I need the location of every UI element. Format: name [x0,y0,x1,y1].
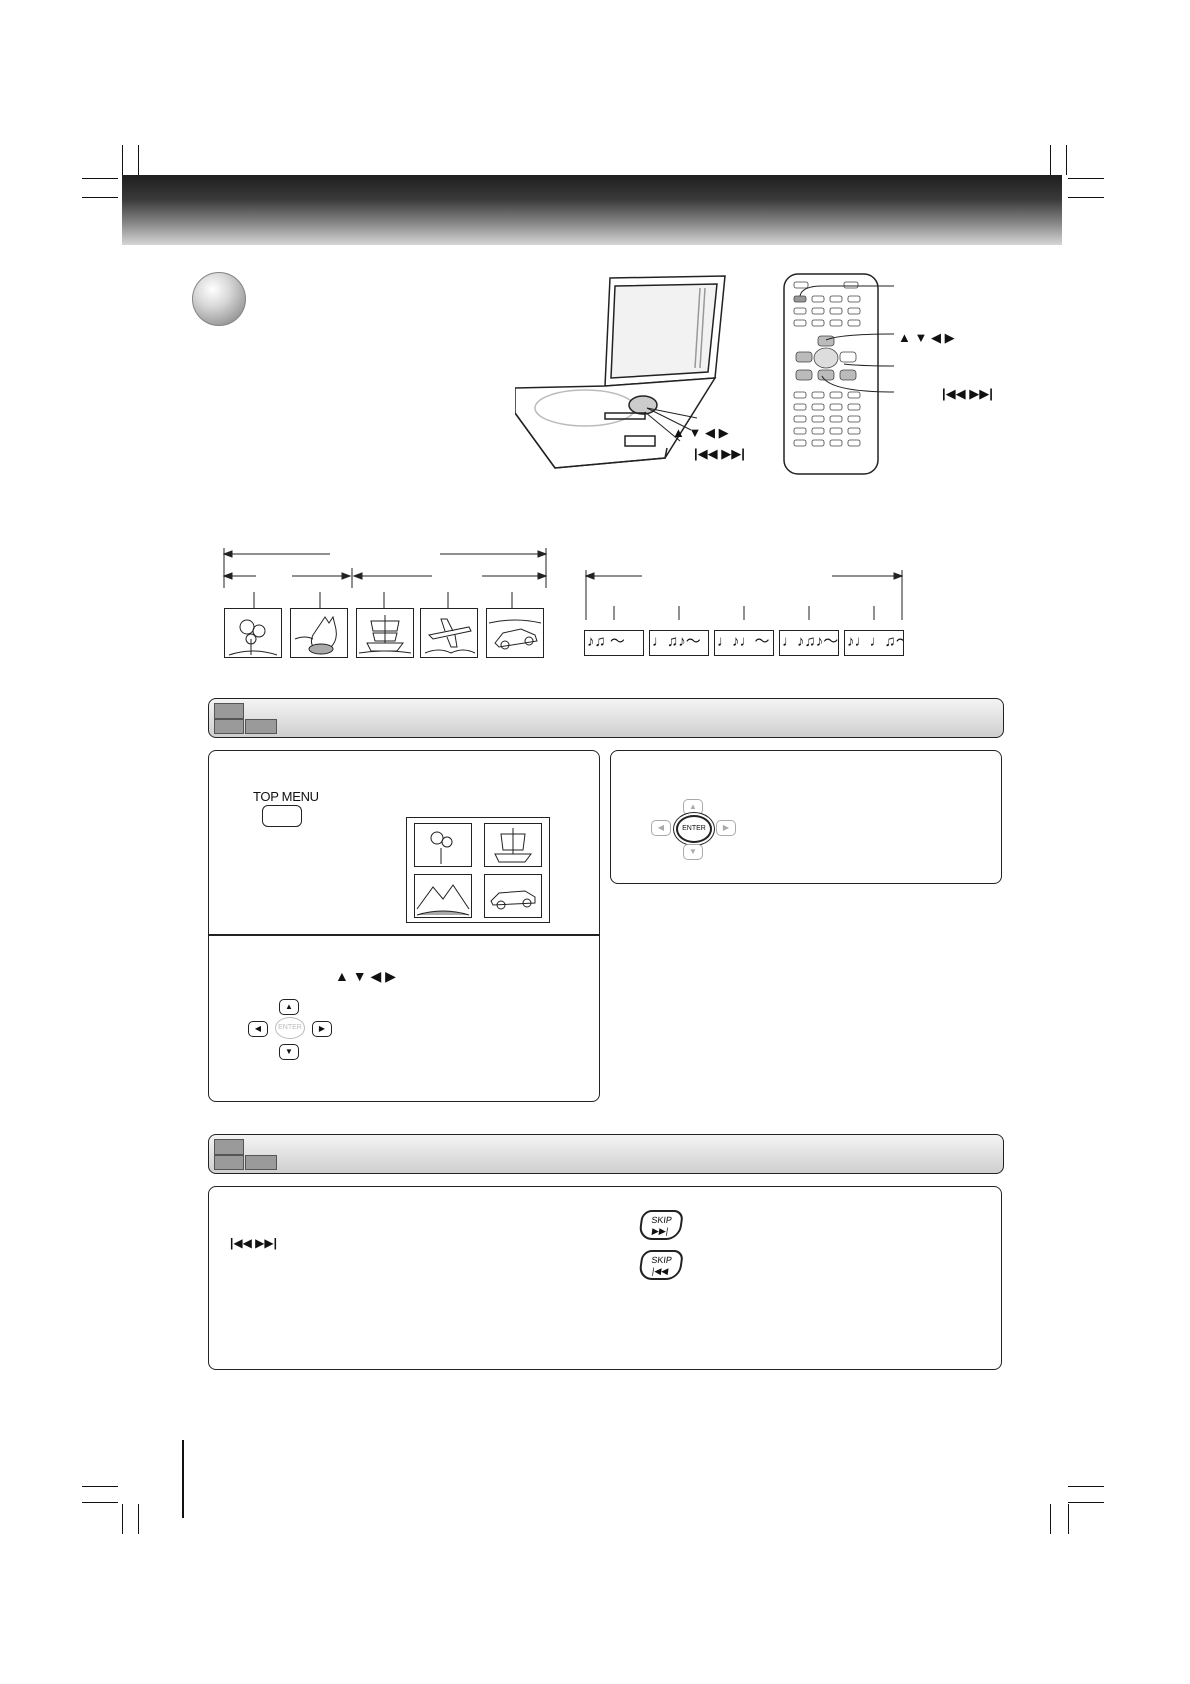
skip-forward-icon: ▶▶| [651,1226,669,1236]
section-bar-skip [208,1134,1004,1174]
crop-mark [122,145,123,175]
remote-callout-lines [820,285,895,393]
enter-button[interactable]: ENTER [676,815,712,843]
remote-arrow-keys-label: ▲ ▼ ◀ ▶ [898,330,955,345]
right-arrow-button-faded[interactable]: ▶ [716,820,736,836]
step-panel-skip [208,1186,1002,1370]
down-arrow-button-faded[interactable]: ▼ [683,844,703,860]
right-arrow-button[interactable]: ▶ [312,1021,332,1037]
up-arrow-button[interactable]: ▲ [279,999,299,1015]
disc-type-tab [245,719,277,734]
arrow-keys-label: ▲ ▼ ◀ ▶ [335,968,396,984]
down-arrow-button[interactable]: ▼ [279,1044,299,1060]
menu-thumb-flower [414,823,472,867]
track-frame-4: ♩♪♫♪～ [779,630,839,656]
crop-mark [138,145,139,175]
section-bar-top-menu [208,698,1004,738]
crop-mark [1050,145,1051,175]
up-arrow-button-faded[interactable]: ▲ [683,799,703,815]
crop-mark [1068,1504,1069,1534]
chapter-frame-flower [224,608,282,658]
remote-control-illustration [783,273,882,475]
chapter-frame-ship [356,608,414,658]
disc-type-tab [214,719,244,734]
skip-back-label: SKIP [650,1255,673,1265]
disc-type-tab [214,703,244,719]
crop-mark [1068,197,1104,198]
enter-button-faded[interactable]: ENTER [275,1017,305,1039]
track-frame-5: ♪♩♩♫～ [844,630,904,656]
track-frame-2: ♩♫♪～ [649,630,709,656]
player-arrow-keys-label: ▲ ▼ ◀ ▶ [672,425,729,440]
disc-type-tab [245,1155,277,1170]
crop-mark [82,197,118,198]
menu-screen-preview [406,817,550,923]
crop-mark [1068,1502,1104,1503]
crop-mark [122,1504,123,1534]
top-menu-label: TOP MENU [253,789,319,804]
disc-type-tab [214,1139,244,1155]
left-arrow-button[interactable]: ◀ [248,1021,268,1037]
chapter-frame-plane [420,608,478,658]
crop-mark [138,1504,139,1534]
menu-thumb-ship [484,823,542,867]
player-skip-keys-label: |◀◀ ▶▶| [694,446,745,461]
panel-divider [208,934,600,936]
crop-mark [82,1502,118,1503]
skip-keys-label: |◀◀ ▶▶| [230,1236,277,1250]
chapter-frame-car [486,608,544,658]
menu-thumb-car [484,874,542,918]
disc-type-tab [214,1155,244,1170]
skip-forward-label: SKIP [650,1215,673,1225]
crop-mark [82,178,118,179]
portable-dvd-player-illustration [515,275,726,469]
step-panel-enter [610,750,1002,884]
crop-mark [82,1486,118,1487]
crop-mark [1068,1486,1104,1487]
chapter-ticks [253,592,513,608]
track-frame-3: ♩♪♩～ [714,630,774,656]
crop-mark [1050,1504,1051,1534]
chapter-frame-cat [290,608,348,658]
title-chapter-structure-diagram [222,548,548,588]
track-structure-diagram [584,570,904,620]
left-arrow-button-faded[interactable]: ◀ [651,820,671,836]
header-band [122,175,1062,245]
page-edge-line [182,1440,184,1518]
crop-mark [1068,178,1104,179]
crop-mark [1066,145,1067,175]
menu-thumb-mountain [414,874,472,918]
remote-skip-keys-label: |◀◀ ▶▶| [942,386,993,401]
skip-back-icon: |◀◀ [651,1266,669,1276]
top-menu-button[interactable] [262,805,302,827]
section-sphere-icon [192,272,246,326]
track-frame-1: ♪♫ ～ [584,630,644,656]
